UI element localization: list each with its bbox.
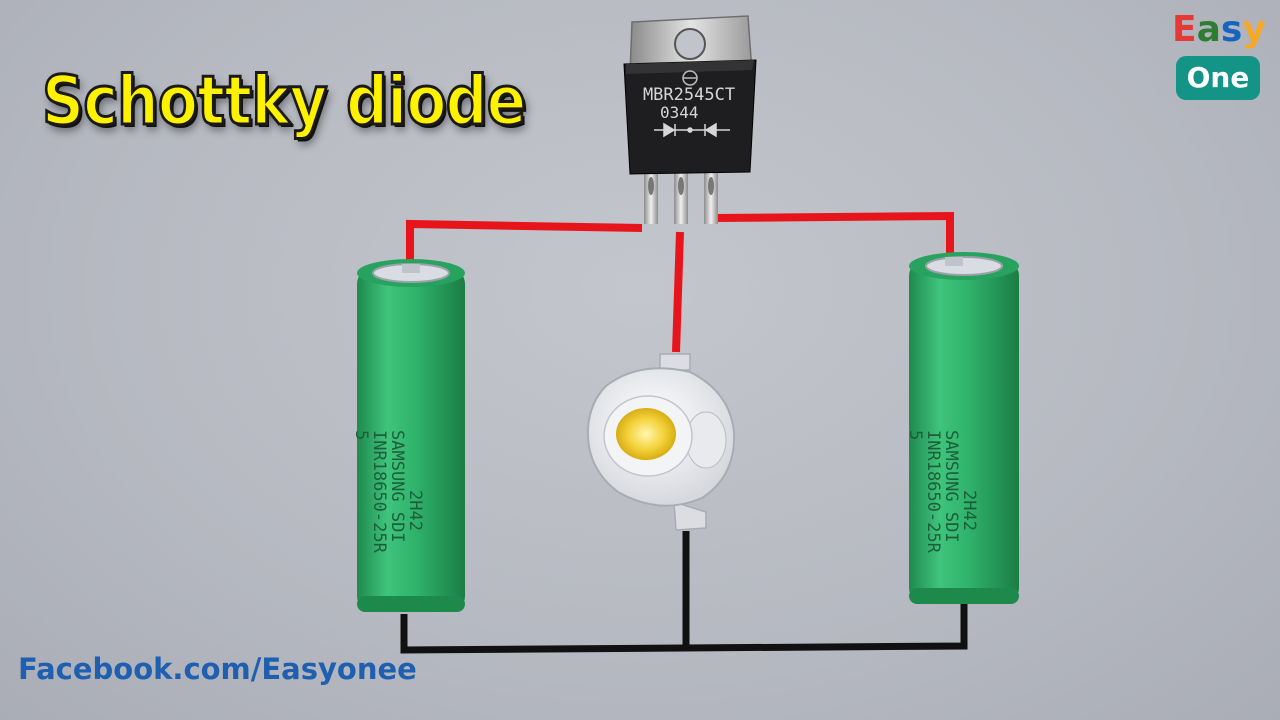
battery-left-text-mark: 5 [351,430,371,440]
page-title: Schottky diode [41,61,528,143]
schottky-diode-component: MBR2545CT 0344 [623,15,757,224]
facebook-link-text: Facebook.com/Easyonee [18,652,417,686]
battery-left-text-line1: INR18650-25R [369,430,389,554]
positive-wires [406,211,954,353]
negative-wires [400,531,968,654]
logo-letter-s: s [1220,9,1243,50]
battery-left: INR18650-25R SAMSUNG SDI 2H42 5 [351,259,465,612]
battery-right-text-mark: 5 [905,430,925,440]
dual-diode-symbol [654,122,730,138]
battery-right-text-line3: 2H42 [959,490,979,531]
easy-one-logo: Easy One [1172,8,1266,102]
diode-part-number: MBR2545CT [643,85,735,105]
battery-right: INR18650-25R SAMSUNG SDI 2H42 5 [905,252,1019,604]
battery-left-text-line3: 2H42 [405,490,425,531]
battery-left-text-line2: SAMSUNG SDI [387,430,407,543]
diode-date-code: 0344 [660,103,699,122]
battery-right-text-line2: SAMSUNG SDI [941,430,961,543]
logo-word: Easy [1172,8,1266,52]
logo-letter-e: E [1172,9,1197,50]
logo-letter-a: a [1196,9,1221,50]
battery-right-text-line1: INR18650-25R [923,430,943,554]
logo-letter-y: y [1242,9,1266,50]
led-component [586,353,736,531]
logo-badge: One [1176,56,1260,100]
